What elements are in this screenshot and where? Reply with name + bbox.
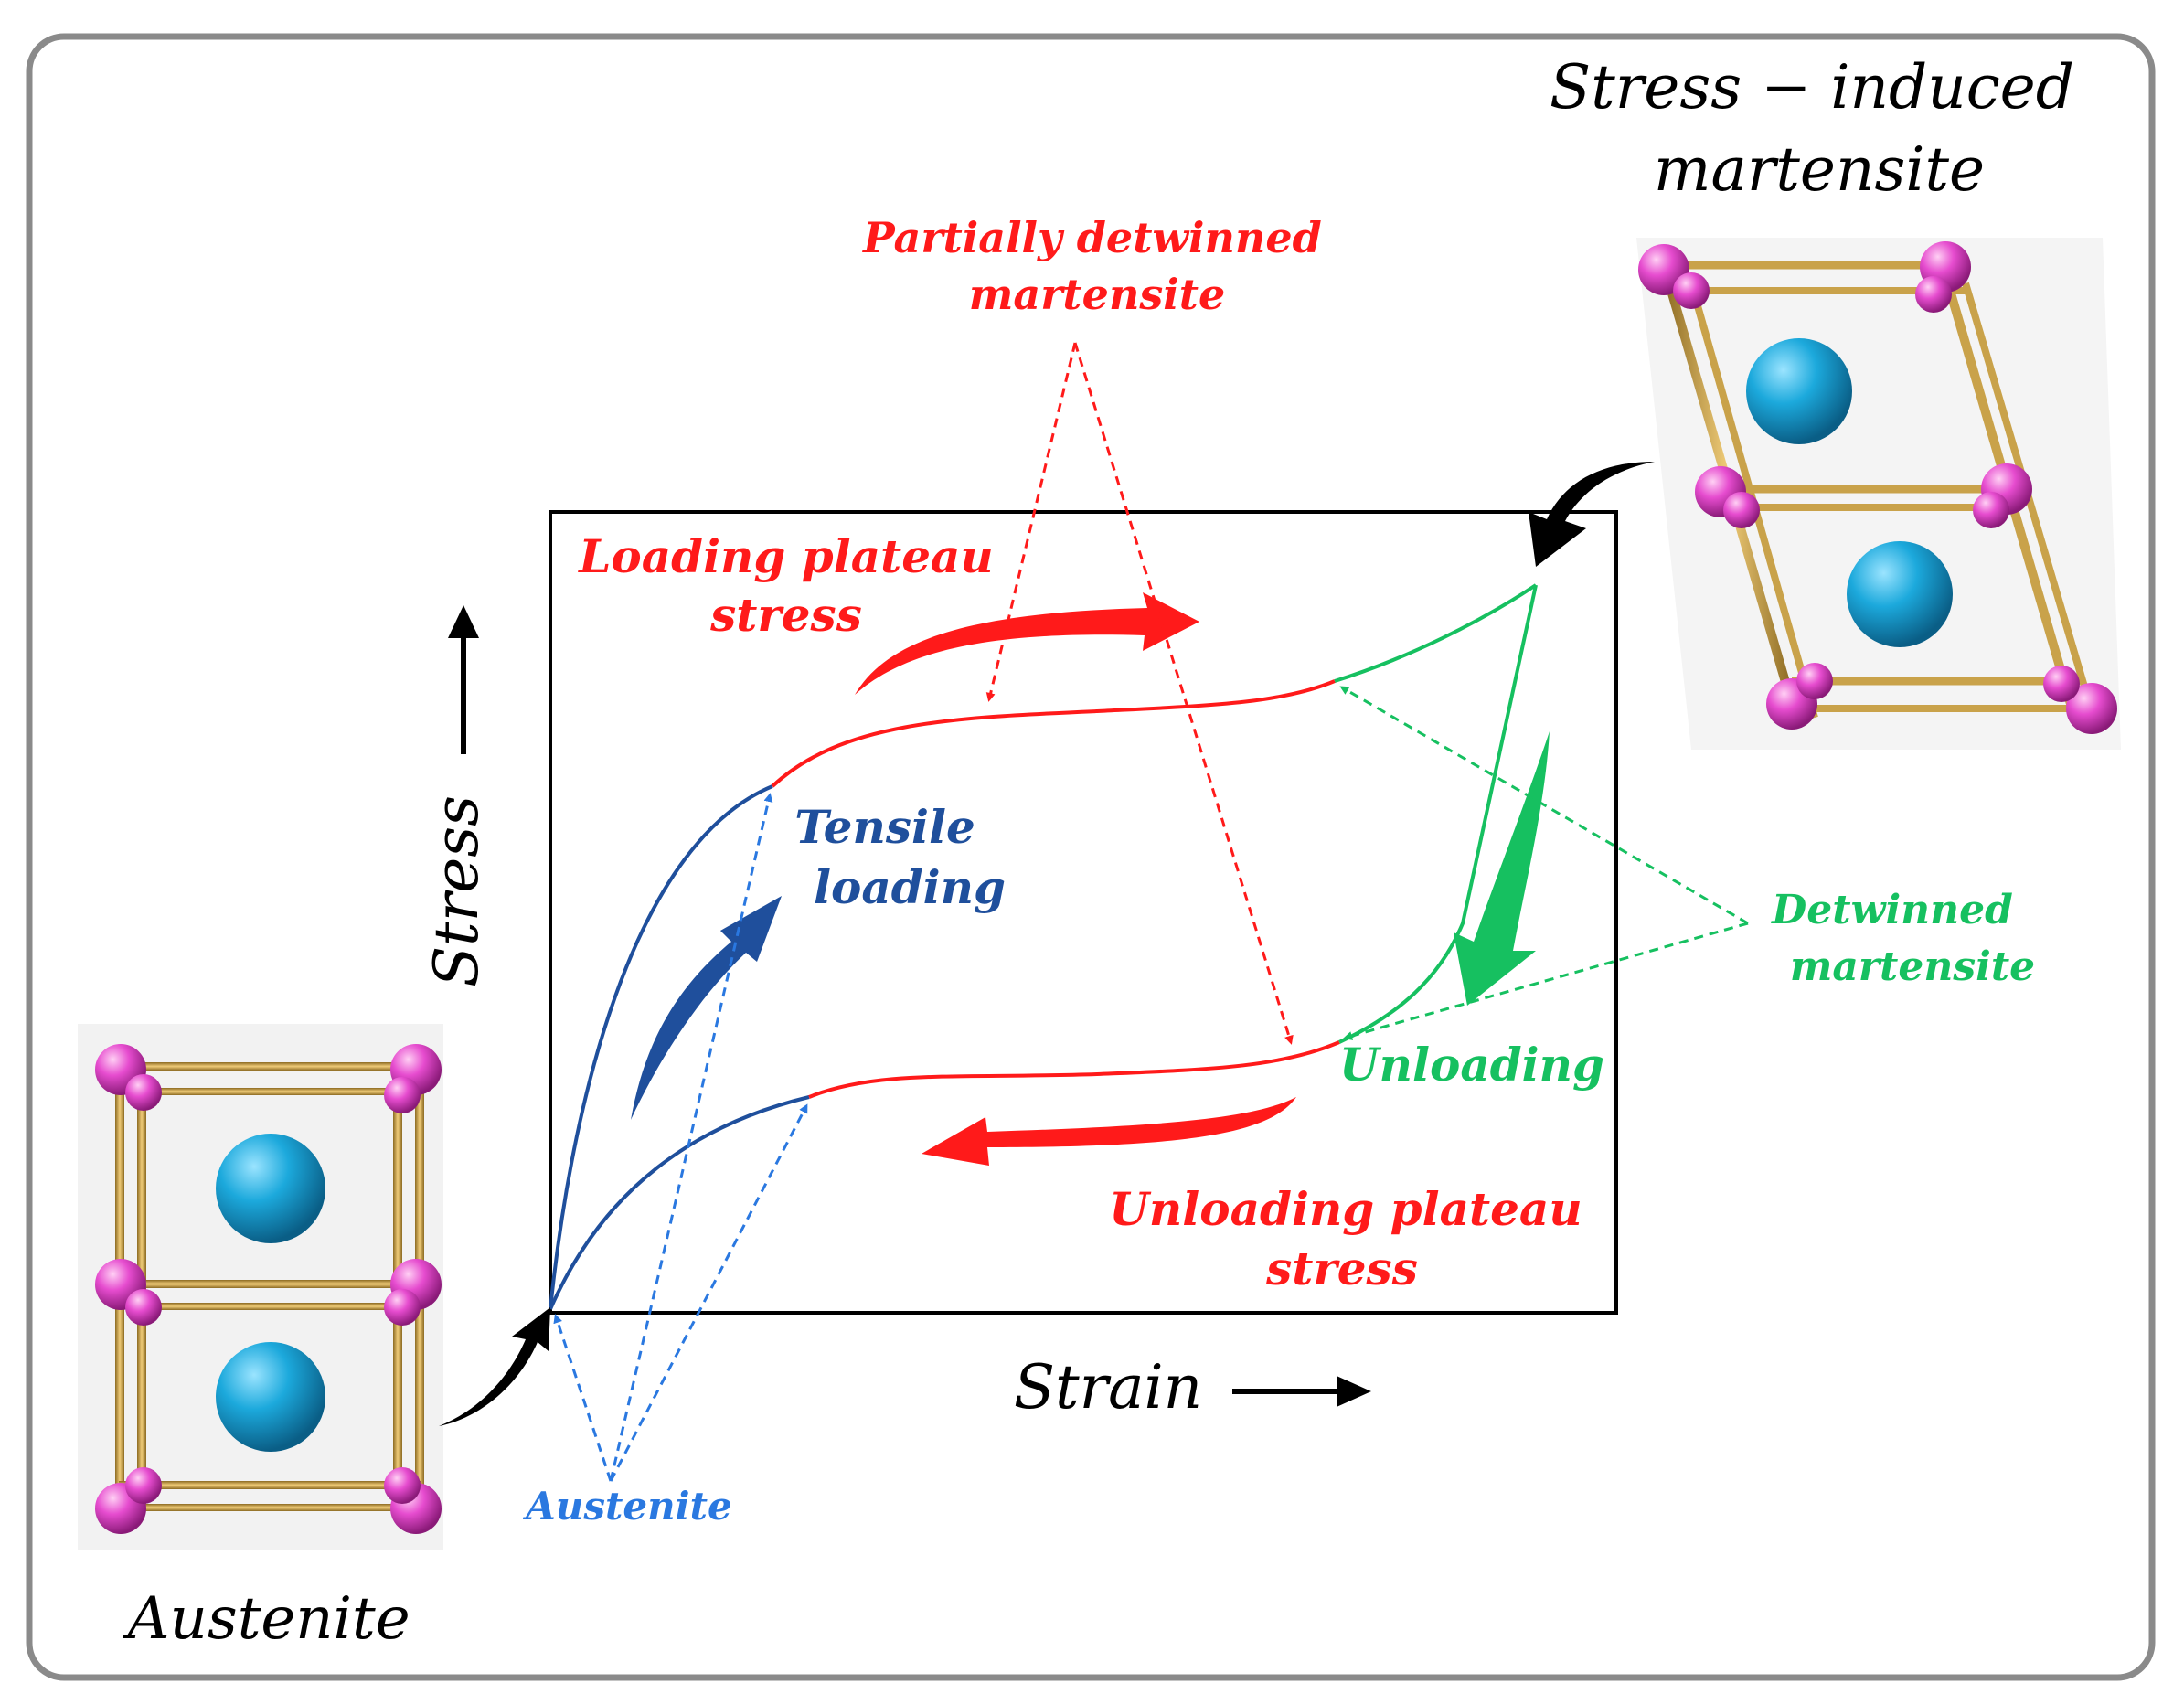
unloading-label: Unloading <box>1339 1038 1604 1092</box>
tensile-loading-arrow <box>631 896 782 1120</box>
detwinned-martensite-label-line1: Detwinned <box>1770 887 2013 933</box>
green-upper-branch <box>1334 583 1538 683</box>
unloading-direction-arrow <box>922 1097 1296 1166</box>
loading-plateau-label-line2: stress <box>709 588 862 642</box>
austenite-to-origin-arrow <box>439 1307 550 1426</box>
martensite-to-curve-arrow <box>1529 462 1655 567</box>
detwinned-pointers <box>1339 686 1749 1040</box>
austenite-pointer-label: Austenite <box>522 1484 732 1529</box>
green-unloading-arrow <box>1454 731 1550 1006</box>
loading-curve-lower-blue <box>549 1095 810 1310</box>
martensite-unit-cell-icon <box>1636 238 2121 750</box>
austenite-caption: Austenite <box>123 1585 410 1653</box>
detwinned-martensite-label-line2: martensite <box>1790 943 2035 990</box>
green-unloading-branch <box>1338 584 1538 1044</box>
lower-plateau-red <box>808 1040 1340 1099</box>
martensite-caption-line1: Stress − induced <box>1550 52 2074 123</box>
stress-axis-arrow-icon <box>448 605 479 754</box>
plot-box <box>549 510 1618 1315</box>
loading-plateau-label-line1: Loading plateau <box>577 529 994 583</box>
unloading-plateau-label-line1: Unloading plateau <box>1109 1182 1582 1236</box>
strain-axis-arrow-icon <box>1232 1376 1371 1407</box>
martensite-caption-line2: martensite <box>1654 134 1985 205</box>
partially-detwinned-label-line2: martensite <box>969 270 1226 319</box>
austenite-unit-cell-icon <box>78 1024 443 1550</box>
loading-curve-upper-blue <box>549 784 773 1310</box>
strain-axis-label: Strain <box>1014 1352 1202 1422</box>
upper-plateau-red <box>771 679 1336 788</box>
tensile-loading-label-line1: Tensile <box>794 800 975 854</box>
partially-detwinned-pointers <box>985 342 1294 1045</box>
loading-direction-arrow <box>855 592 1199 695</box>
stress-axis-label: Stress <box>421 795 492 987</box>
tensile-loading-label-line2: loading <box>814 860 1006 914</box>
austenite-pointers <box>553 793 808 1482</box>
unloading-plateau-label-line2: stress <box>1265 1241 1418 1295</box>
partially-detwinned-label-line1: Partially detwinned <box>861 213 1322 262</box>
outer-frame <box>26 33 2156 1681</box>
